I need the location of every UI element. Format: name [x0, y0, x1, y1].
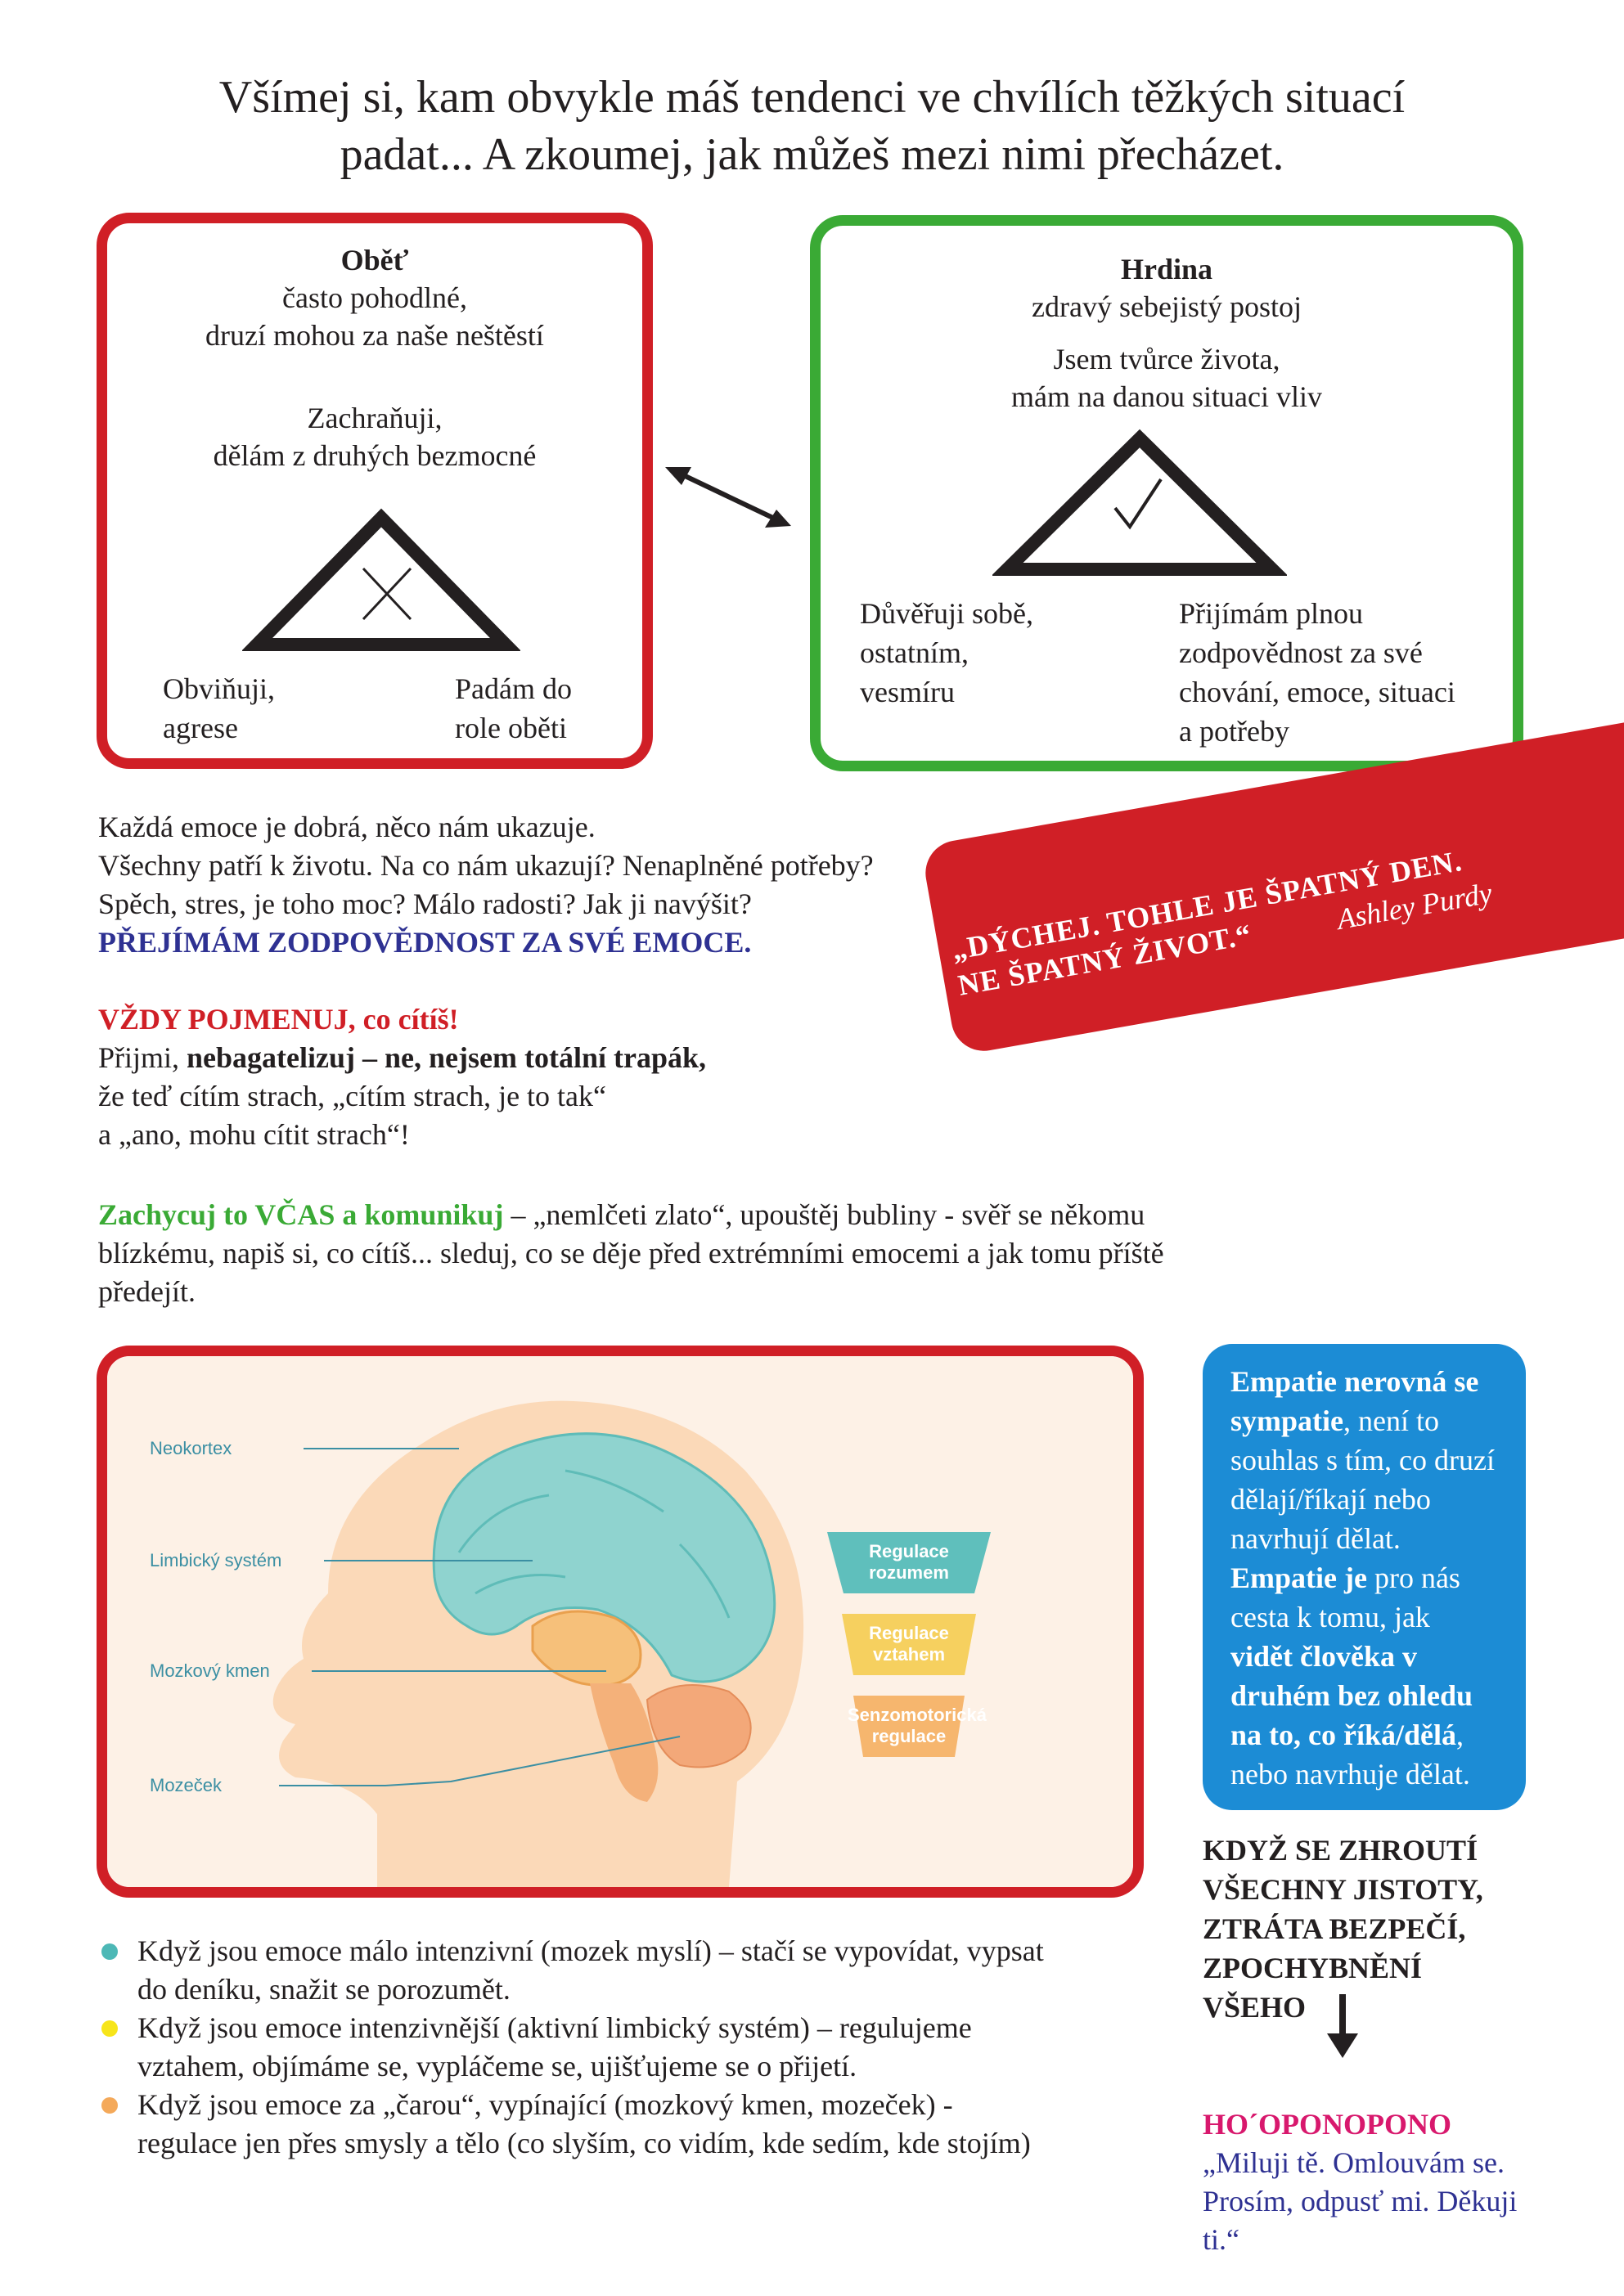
victim-desc-1: často pohodlné,	[282, 281, 467, 314]
brain-illustration	[272, 1400, 991, 1887]
hero-desc: zdravý sebejistý postoj	[1032, 290, 1302, 323]
empathy-p1: Empatie nerovná se sympatie	[1230, 1365, 1479, 1437]
page-heading: Všímej si, kam obvykle máš tendenci ve c…	[0, 69, 1624, 183]
hero-accept-1: Přijímám plnou	[1179, 597, 1363, 630]
emotions-line-1: Každá emoce je dobrá, něco nám ukazuje.	[98, 811, 596, 843]
accept-line-3: a „ano, mohu cítit strach“!	[98, 1118, 410, 1151]
victim-rescue-2: dělám z druhých bezmocné	[213, 439, 537, 472]
responsibility-statement: PŘEJÍMÁM ZODPOVĚDNOST ZA SVÉ EMOCE.	[98, 926, 752, 959]
empathy-p4: pro nás cesta k tomu, jak	[1230, 1561, 1460, 1633]
heading-line-1: Všímej si, kam obvykle máš tendenci ve c…	[218, 72, 1406, 123]
hooponopono-title: HO´OPONOPONO	[1203, 2108, 1451, 2141]
brain-illustration-box: Neokortex Limbický systém Mozkový kmen M…	[97, 1346, 1144, 1898]
bullet-1-line-2: do deníku, snažit se porozumět.	[137, 1973, 511, 2006]
name-emotion-heading: VŽDY POJMENUJ, co cítíš!	[98, 1003, 459, 1036]
hero-creator-1: Jsem tvůrce života,	[1053, 343, 1280, 375]
hooponopono-line-2: Prosím, odpusť mi. Děkuji	[1203, 2185, 1518, 2217]
emotions-line-3: Spěch, stres, je toho moc? Málo radosti?…	[98, 887, 752, 920]
collapse-block: KDYŽ SE ZHROUTÍ VŠECHNY JISTOTY, ZTRÁTA …	[1203, 1831, 1483, 2027]
hero-box: Hrdina zdravý sebejistý postoj Jsem tvůr…	[810, 215, 1523, 771]
hooponopono-line-1: „Miluji tě. Omlouvám se.	[1203, 2146, 1505, 2179]
teal-bullet-icon	[101, 1943, 118, 1960]
bullet-3-line-2: regulace jen přes smysly a tělo (co slyš…	[137, 2127, 1031, 2159]
empathy-p5: vidět člověka v druhém bez ohledu na to,…	[1230, 1640, 1473, 1751]
orange-bullet-icon	[101, 2097, 118, 2114]
victim-desc-2: druzí mohou za naše neštěstí	[205, 319, 544, 352]
victim-fall-2: role oběti	[455, 712, 567, 744]
catch-text: – „nemlčeti zlato“, upouštěj bubliny - s…	[503, 1198, 1145, 1231]
down-arrow-icon	[1327, 1994, 1358, 2058]
collapse-line-4: ZPOCHYBNĚNÍ	[1203, 1952, 1423, 1984]
bullet-1-line-1: Když jsou emoce málo intenzivní (mozek m…	[137, 1934, 1044, 1967]
catch-line-1: Zachycuj to VČAS a komunikuj – „nemlčeti…	[98, 1196, 1407, 1234]
hero-triangle-icon	[992, 429, 1287, 576]
hero-trust-1: Důvěřuji sobě,	[860, 597, 1033, 630]
catch-line-3: předejít.	[98, 1275, 196, 1308]
hero-trust-2: ostatním,	[860, 636, 969, 669]
catch-heading: Zachycuj to VČAS a komunikuj	[98, 1198, 504, 1231]
accept-bold-text: nebagatelizuj – ne, nejsem totální trapá…	[187, 1041, 706, 1074]
funnel-relationship: Regulace vztahem	[869, 1623, 949, 1665]
collapse-line-2: VŠECHNY JISTOTY,	[1203, 1873, 1483, 1906]
yellow-bullet-icon	[101, 2020, 118, 2037]
list-item: Když jsou emoce málo intenzivní (mozek m…	[98, 1932, 1178, 2009]
victim-triangle-icon	[242, 508, 520, 651]
funnel-sensorimotor: Senzomotorická regulace	[848, 1705, 987, 1746]
victim-box: Oběť často pohodlné, druzí mohou za naše…	[97, 213, 653, 769]
brain-label-neokortex: Neokortex	[150, 1438, 232, 1458]
accept-line-1: Přijmi, nebagatelizuj – ne, nejsem totál…	[98, 1039, 916, 1077]
collapse-line-5: VŠEHO	[1203, 1991, 1307, 2024]
brain-label-cerebellum: Mozeček	[150, 1775, 223, 1795]
double-arrow-icon	[665, 467, 791, 528]
catch-line-2: blízkému, napiš si, co cítíš... sleduj, …	[98, 1237, 1164, 1269]
bullet-3-line-1: Když jsou emoce za „čarou“, vypínající (…	[137, 2088, 953, 2121]
hero-trust-3: vesmíru	[860, 676, 955, 708]
brain-label-limbic: Limbický systém	[150, 1550, 282, 1570]
emotions-line-2: Všechny patří k životu. Na co nám ukazuj…	[98, 849, 874, 882]
victim-rescue-1: Zachraňuji,	[307, 402, 443, 434]
accept-text: Přijmi,	[98, 1041, 187, 1074]
hero-accept-4: a potřeby	[1179, 715, 1289, 748]
accept-line-2: že teď cítím strach, „cítím strach, je t…	[98, 1080, 607, 1112]
list-item: Když jsou emoce za „čarou“, vypínající (…	[98, 2086, 1178, 2163]
hero-title: Hrdina	[1120, 253, 1213, 285]
bullet-2-line-1: Když jsou emoce intenzivnější (aktivní l…	[137, 2011, 972, 2044]
collapse-line-1: KDYŽ SE ZHROUTÍ	[1203, 1834, 1478, 1867]
heading-line-2: padat... A zkoumej, jak můžeš mezi nimi …	[340, 129, 1284, 180]
brain-label-brainstem: Mozkový kmen	[150, 1660, 270, 1681]
name-emotion-block: VŽDY POJMENUJ, co cítíš! Přijmi, nebagat…	[98, 1000, 916, 1154]
list-item: Když jsou emoce intenzivnější (aktivní l…	[98, 2009, 1178, 2086]
bullet-2-line-2: vztahem, objímáme se, vypláčeme se, ujiš…	[137, 2050, 857, 2083]
victim-fall-1: Padám do	[455, 672, 572, 705]
victim-title: Oběť	[340, 244, 409, 276]
hooponopono-line-3: ti.“	[1203, 2223, 1239, 2256]
emotions-intro: Každá emoce je dobrá, něco nám ukazuje. …	[98, 808, 998, 962]
hero-accept-2: zodpovědnost za své	[1179, 636, 1423, 669]
empathy-box: Empatie nerovná se sympatie, není to sou…	[1203, 1344, 1526, 1810]
empathy-p3: Empatie je	[1230, 1561, 1367, 1594]
victim-blame-2: agrese	[163, 712, 238, 744]
hooponopono-block: HO´OPONOPONO „Miluji tě. Omlouvám se. Pr…	[1203, 2105, 1517, 2259]
hero-creator-2: mám na danou situaci vliv	[1011, 380, 1322, 413]
collapse-line-3: ZTRÁTA BEZPEČÍ,	[1203, 1912, 1466, 1945]
catch-early-block: Zachycuj to VČAS a komunikuj – „nemlčeti…	[98, 1196, 1407, 1311]
empathy-p6: , nebo navrhuje dělat.	[1230, 1719, 1470, 1791]
funnel-reason: Regulace rozumem	[869, 1541, 949, 1583]
empathy-p2: , není to souhlas s tím, co druzí dělají…	[1230, 1404, 1495, 1555]
intensity-list: Když jsou emoce málo intenzivní (mozek m…	[98, 1932, 1178, 2163]
hero-accept-3: chování, emoce, situaci	[1179, 676, 1455, 708]
victim-blame-1: Obviňuji,	[163, 672, 276, 705]
